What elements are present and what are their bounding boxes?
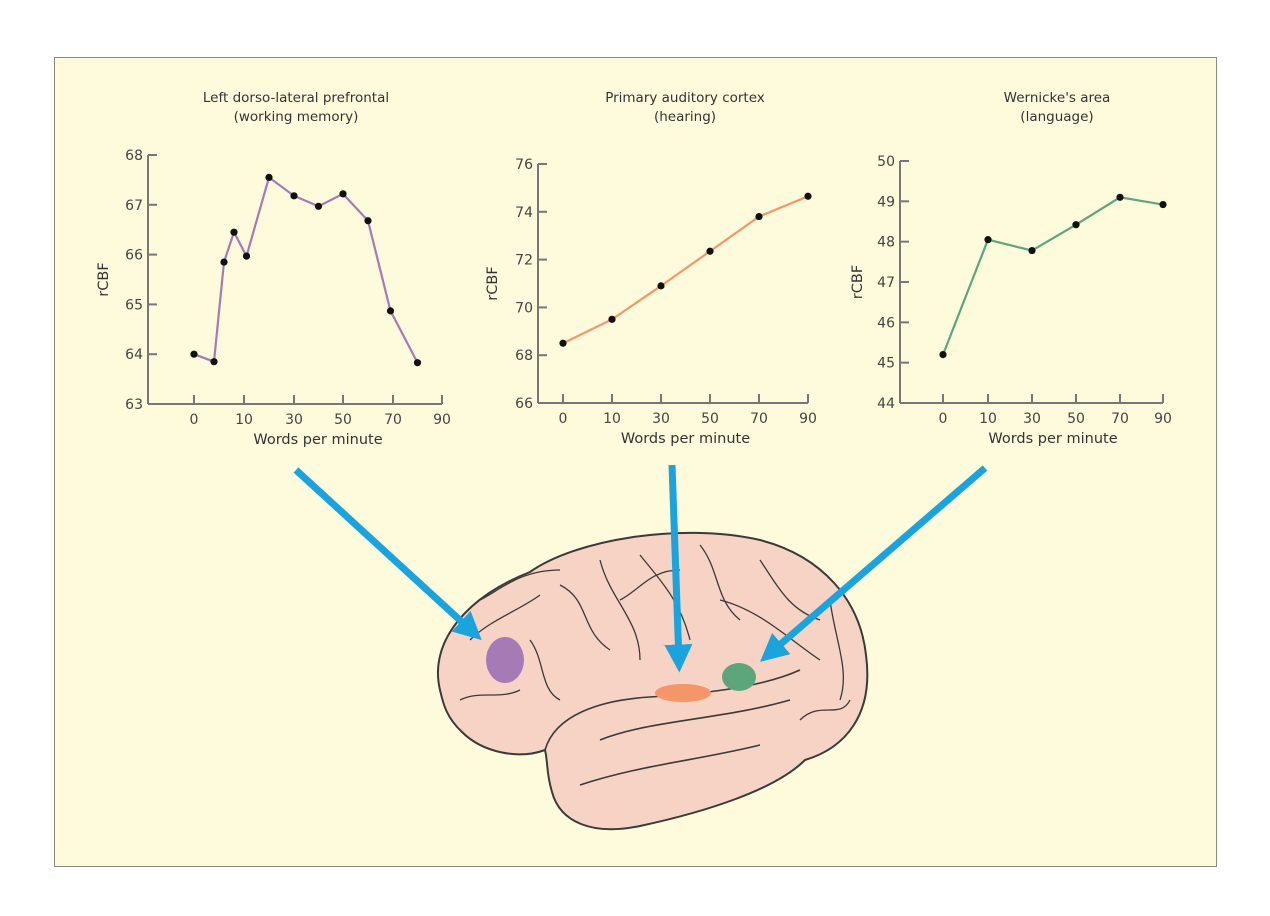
x-tick-label: 30	[285, 412, 303, 428]
x-tick-label: 0	[190, 412, 199, 428]
x-tick-label: 90	[1154, 411, 1172, 427]
series-line	[941, 196, 1164, 356]
x-tick-label: 10	[603, 411, 621, 427]
y-tick-label: 64	[125, 347, 143, 363]
y-tick-label: 48	[877, 235, 895, 251]
wernickes-area-region	[722, 663, 756, 691]
y-tick-label: 74	[515, 205, 533, 221]
data-point	[290, 192, 298, 200]
data-point	[1028, 246, 1036, 255]
data-point	[230, 228, 238, 236]
dorsolateral-prefrontal-region	[486, 637, 524, 683]
series-line	[562, 195, 809, 345]
y-tick-label: 47	[877, 275, 895, 291]
arrow-auditory	[664, 464, 693, 673]
data-point	[210, 358, 218, 366]
y-tick-label: 68	[125, 148, 143, 164]
data-point	[413, 359, 422, 367]
y-axis-label: rCBF	[850, 265, 866, 299]
y-tick-label: 76	[515, 157, 533, 173]
chart-1: Primary auditory cortex (hearing) 66 68 70 72…	[485, 90, 817, 447]
data-point	[804, 192, 812, 200]
data-point	[559, 339, 567, 347]
data-point	[364, 217, 372, 225]
chart-title: Primary auditory cortex	[605, 90, 765, 106]
x-tick-label: 10	[235, 412, 253, 428]
x-tick-label: 10	[979, 411, 997, 427]
x-tick-label: 30	[652, 411, 670, 427]
chart-subtitle: (language)	[1020, 109, 1093, 125]
chart-title: Wernicke's area	[1004, 90, 1111, 106]
x-tick-label: 0	[939, 411, 948, 427]
primary-auditory-cortex-region	[655, 684, 711, 702]
x-tick-label: 50	[334, 412, 352, 428]
x-tick-label: 0	[559, 411, 568, 427]
series-line	[193, 175, 419, 364]
brain-sulci	[459, 544, 851, 721]
x-tick-label: 70	[750, 411, 768, 427]
y-tick-label: 46	[877, 315, 895, 331]
brain-illustration	[437, 531, 869, 831]
y-tick-label: 65	[125, 297, 143, 313]
y-tick-label: 50	[877, 154, 895, 170]
x-axis-label: Words per minute	[621, 431, 750, 447]
data-point	[939, 351, 947, 359]
y-tick-label: 66	[125, 248, 143, 264]
x-tick-label: 50	[701, 411, 719, 427]
y-axis-label: rCBF	[485, 266, 501, 300]
chart-title: Left dorso-lateral prefrontal	[203, 90, 389, 106]
data-point	[706, 247, 714, 255]
data-point	[657, 282, 665, 290]
x-tick-label: 50	[1067, 411, 1085, 427]
y-tick-label: 66	[515, 396, 533, 412]
chart-2: Wernicke's area (language) 44 45 46 47 48 49 50 0…	[850, 90, 1172, 447]
data-point	[386, 307, 395, 315]
data-point	[1072, 221, 1080, 229]
chart-subtitle: (working memory)	[234, 109, 359, 125]
chart-0: Left dorso-lateral prefrontal (working me…	[96, 90, 451, 448]
x-axis-label: Words per minute	[988, 431, 1117, 447]
y-tick-label: 67	[125, 198, 143, 214]
x-tick-label: 90	[433, 412, 451, 428]
charts: Left dorso-lateral prefrontal (working me…	[96, 90, 1172, 448]
y-tick-label: 45	[877, 356, 895, 372]
arrow-prefrontal	[293, 467, 482, 641]
x-tick-label: 30	[1023, 411, 1041, 427]
y-tick-label: 44	[877, 396, 895, 412]
y-tick-label: 72	[515, 253, 533, 269]
chart-subtitle: (hearing)	[654, 109, 716, 125]
data-point	[339, 190, 347, 198]
data-point	[242, 252, 251, 260]
y-tick-label: 70	[515, 300, 533, 316]
data-point	[1116, 193, 1124, 201]
brain-temporal-sulcus	[544, 669, 801, 786]
x-tick-label: 70	[384, 412, 402, 428]
data-point	[265, 173, 273, 182]
data-point	[755, 212, 763, 221]
data-point	[314, 202, 323, 210]
y-axis-label: rCBF	[96, 262, 112, 296]
x-axis-label: Words per minute	[253, 432, 382, 448]
x-tick-label: 90	[799, 411, 817, 427]
data-point	[220, 258, 228, 266]
y-tick-label: 49	[877, 194, 895, 210]
data-point	[1159, 200, 1167, 209]
data-point	[984, 236, 992, 244]
y-tick-label: 68	[515, 348, 533, 364]
data-point	[190, 350, 198, 358]
brain-outline	[437, 531, 869, 831]
y-tick-label: 63	[125, 397, 143, 413]
arrow-wernicke	[760, 465, 988, 662]
data-point	[608, 315, 616, 323]
x-tick-label: 70	[1111, 411, 1129, 427]
